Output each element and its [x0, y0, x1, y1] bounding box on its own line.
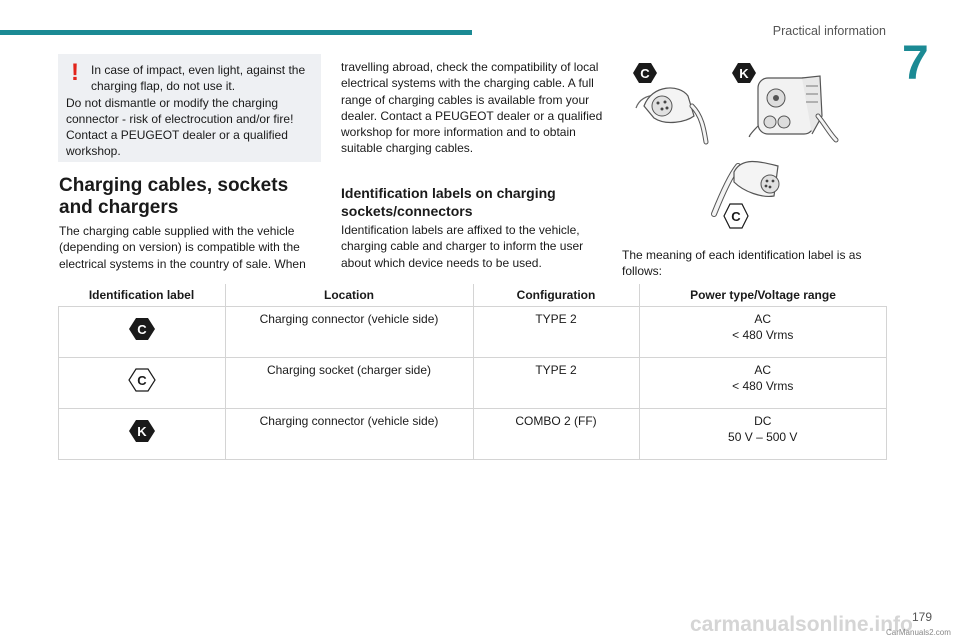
label-c-text: C: [640, 66, 650, 81]
table-cell-power: DC 50 V – 500 V: [638, 408, 887, 460]
connector-illustration: C K C: [633, 63, 839, 229]
label-c-filled-icon: C: [128, 318, 155, 340]
header-accent-bar: [0, 30, 472, 35]
connector-k-combo-icon: [748, 75, 839, 143]
voltage-range: < 480 Vrms: [732, 379, 794, 393]
table-header-power: Power type/Voltage range: [639, 284, 887, 307]
page-number: 179: [912, 610, 933, 624]
label-c-filled-badge: [633, 63, 657, 83]
label-k-glyph: K: [137, 424, 147, 439]
section-title: Charging cables, sockets and chargers: [59, 175, 289, 218]
label-c-outline-badge: [723, 203, 749, 229]
label-c-glyph: C: [137, 322, 147, 337]
watermark: carmanualsonline.info: [690, 613, 913, 636]
warning-first-line: In case of impact, even light, against t…: [91, 63, 306, 93]
table-header-configuration: Configuration: [473, 284, 640, 307]
table-cell-location: Charging connector (vehicle side): [224, 306, 474, 358]
connector-c-vehicle-icon: [635, 87, 709, 145]
table-cell-configuration: TYPE 2: [472, 306, 640, 358]
identification-labels-table: Identification label Location Configurat…: [58, 284, 887, 460]
power-type: DC: [754, 414, 772, 428]
label-k-filled-icon: K: [128, 420, 155, 442]
chapter-number: 7: [902, 37, 929, 90]
voltage-range: 50 V – 500 V: [728, 430, 798, 444]
table-cell-label: K: [58, 408, 226, 460]
label-c-outline-glyph: C: [137, 373, 147, 388]
table-cell-location: Charging socket (charger side): [224, 357, 474, 409]
header-title: Practical information: [772, 24, 886, 38]
table-cell-label: C: [58, 306, 226, 358]
power-type: AC: [754, 363, 772, 377]
meaning-text: The meaning of each identification label…: [622, 248, 862, 279]
table-header-location: Location: [225, 284, 474, 307]
warning-box: ! In case of impact, even light, against…: [58, 54, 321, 162]
table-cell-configuration: COMBO 2 (FF): [472, 408, 640, 460]
table-cell-power: AC < 480 Vrms: [638, 357, 887, 409]
subsection-paragraph: Identification labels are affixed to the…: [341, 223, 584, 270]
table-row: C Charging socket (charger side) TYPE 2 …: [58, 357, 887, 409]
power-type: AC: [754, 312, 772, 326]
label-k-text: K: [739, 66, 749, 81]
warning-text: Do not dismantle or modify the charging …: [66, 96, 294, 158]
table-cell-configuration: TYPE 2: [472, 357, 640, 409]
section-paragraph-2: travelling abroad, check the compatibili…: [341, 60, 603, 156]
section-paragraph-1: The charging cable supplied with the veh…: [59, 224, 306, 271]
label-c-outline-text: C: [731, 209, 741, 224]
table-cell-label: C: [58, 357, 226, 409]
label-k-filled-badge: [732, 63, 756, 83]
table-cell-location: Charging connector (vehicle side): [224, 408, 474, 460]
table-row: K Charging connector (vehicle side) COMB…: [58, 408, 887, 460]
table-row: C Charging connector (vehicle side) TYPE…: [58, 306, 887, 358]
table-header-label: Identification label: [58, 284, 226, 307]
voltage-range: < 480 Vrms: [732, 328, 794, 342]
table-cell-power: AC < 480 Vrms: [638, 306, 887, 358]
watermark-small: CarManuals2.com: [886, 628, 951, 637]
warning-icon: !: [71, 59, 79, 86]
connector-c-charger-icon: [711, 160, 780, 217]
subsection-title: Identification labels on charging socket…: [341, 185, 556, 219]
label-c-outline-icon: C: [128, 368, 156, 392]
